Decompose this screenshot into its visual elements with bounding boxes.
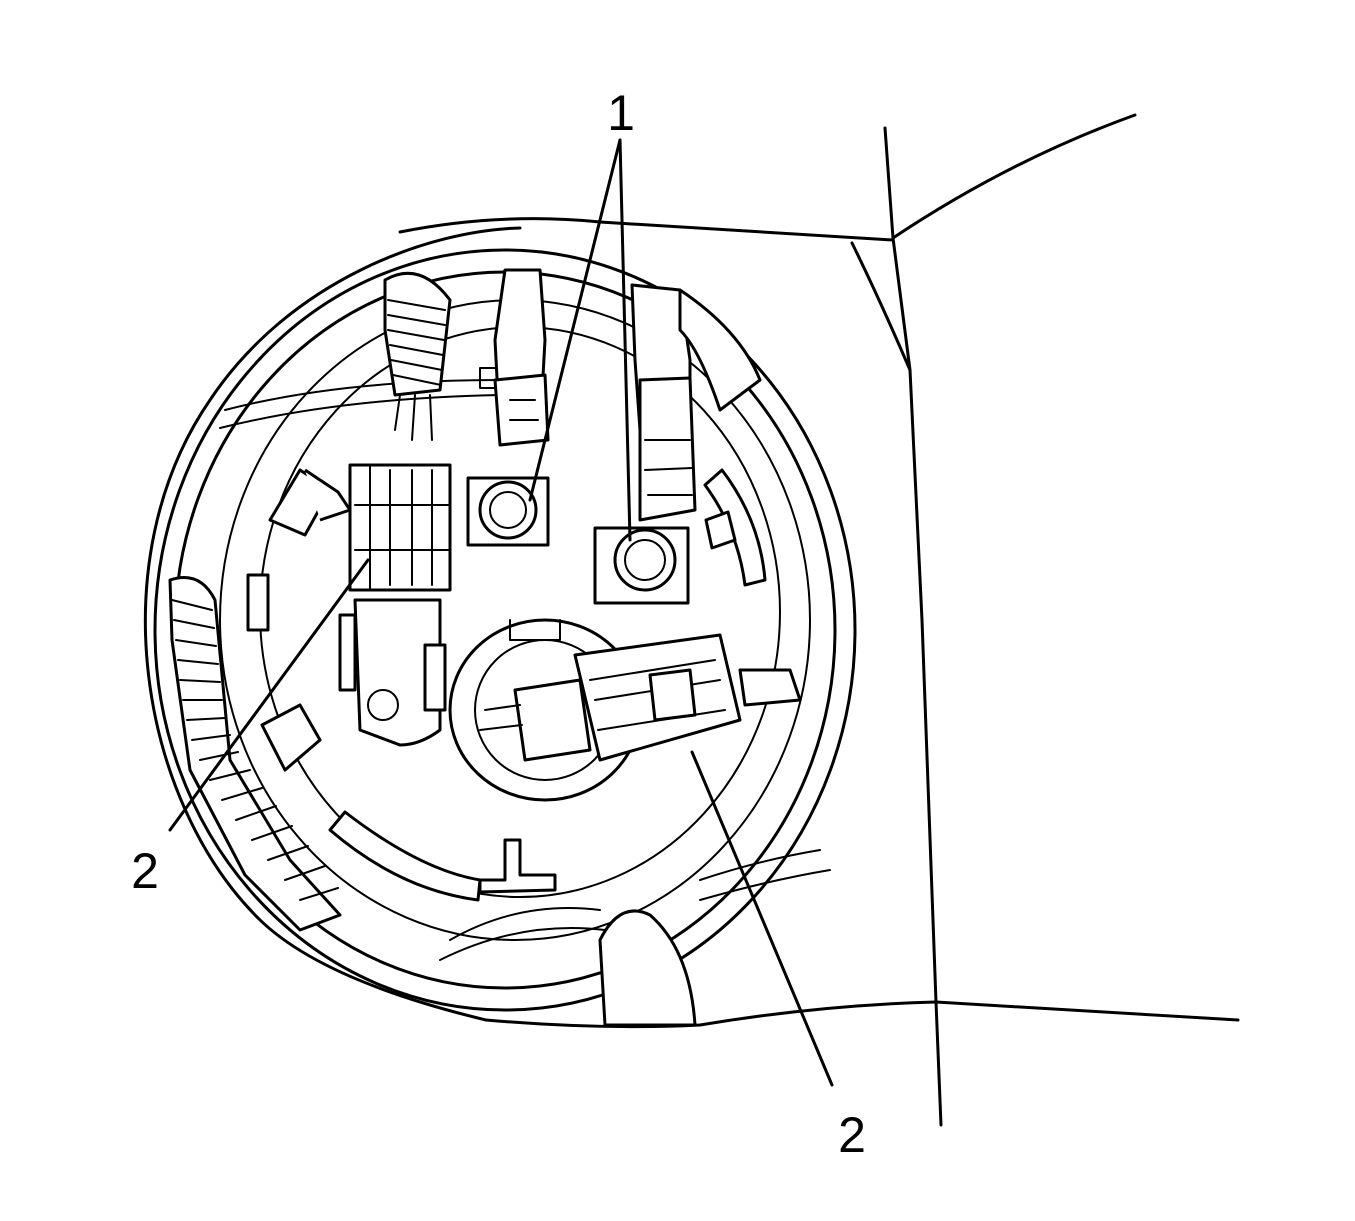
wiring-conduit-lower <box>168 576 342 932</box>
callout-label-1: 1 <box>607 85 635 141</box>
support-bar <box>219 379 501 429</box>
fuel-hoses <box>493 268 762 522</box>
electrical-connector-right <box>479 633 802 762</box>
leader-line-2-right <box>690 750 834 1087</box>
terminal-studs <box>466 476 690 605</box>
leader-line-1b <box>618 138 632 542</box>
lower-bracket <box>439 849 831 1027</box>
lock-ring-tabs <box>246 367 767 902</box>
electrical-connector-left <box>338 463 452 747</box>
leader-lines <box>168 138 834 1087</box>
leader-line-2-left <box>168 558 370 832</box>
body-panel <box>398 113 1240 1127</box>
leader-line-1a <box>528 138 622 502</box>
callout-label-2-left: 2 <box>131 843 159 899</box>
callout-label-2-right: 2 <box>838 1107 866 1163</box>
wiring-conduit-upper <box>383 271 452 441</box>
